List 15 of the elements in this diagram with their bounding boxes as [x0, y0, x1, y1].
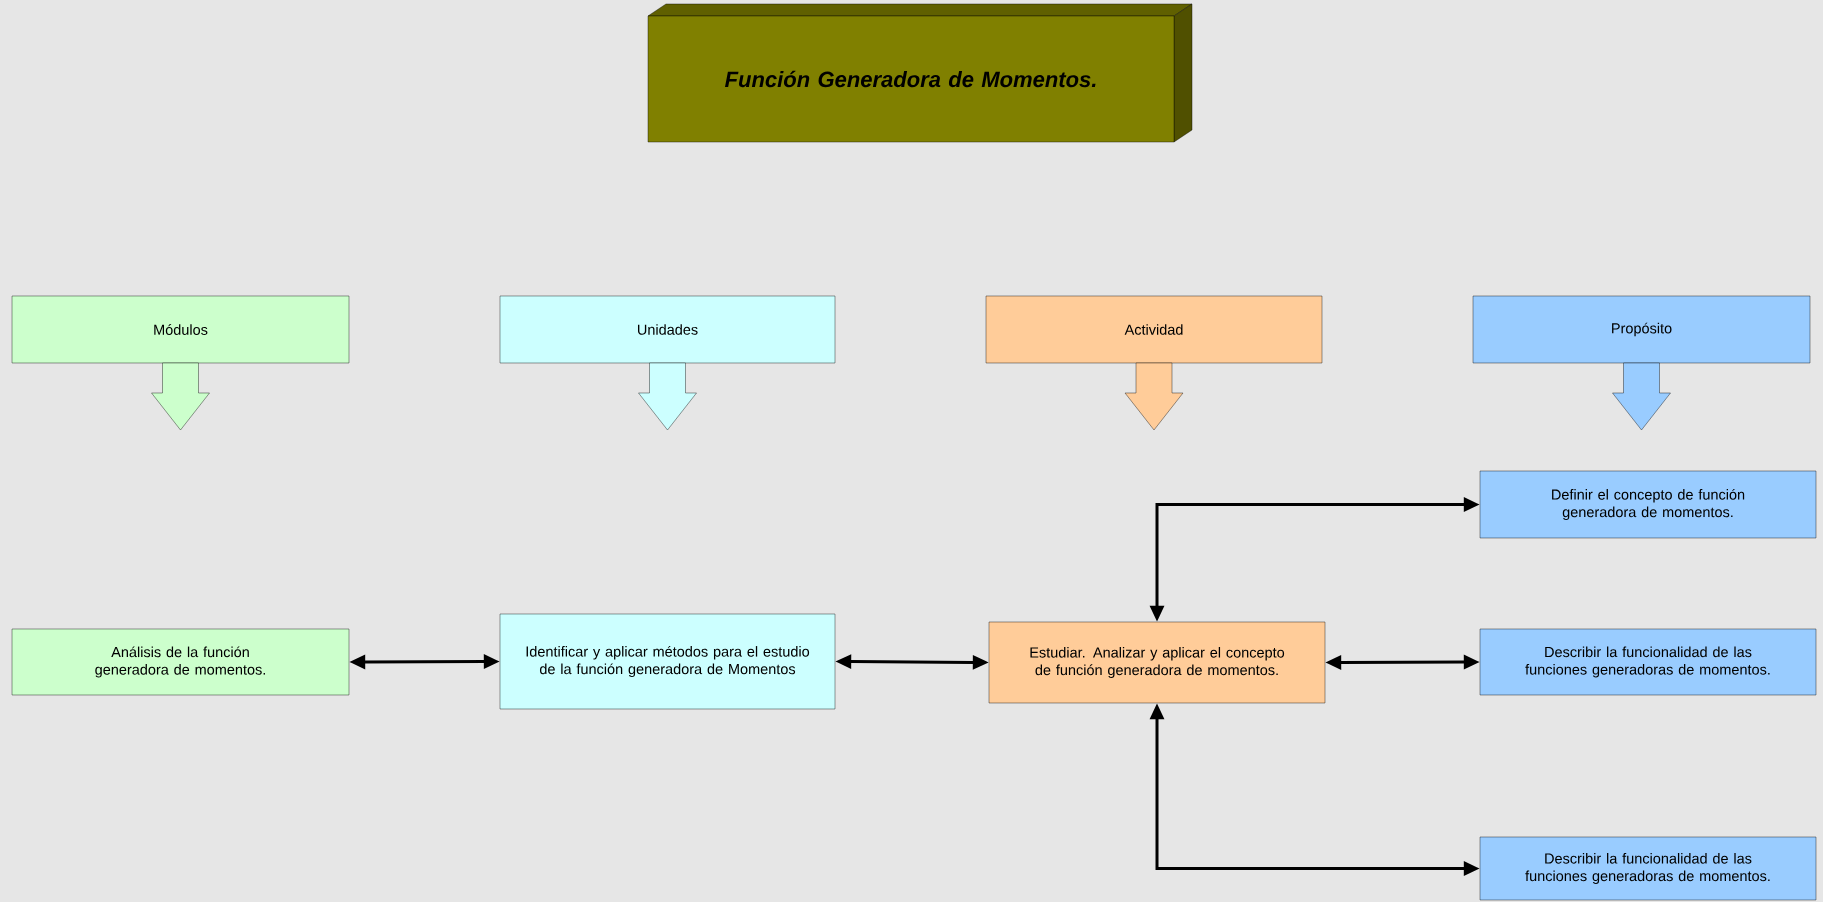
process-box: Describir la funcionalidad de las funciones generadoras de momentos.: [1479, 836, 1817, 901]
block-arrow: [151, 362, 210, 431]
header-box: Propósito: [1472, 295, 1811, 364]
process-box: Definir el concepto de función generadora de momentos.: [1479, 470, 1817, 539]
process-box: Identificar y aplicar métodos para el estudio de la función generadora de Momentos: [499, 613, 836, 710]
title-box: Función Generadora de Momentos.: [647, 3, 1193, 143]
block-arrow: [1124, 362, 1184, 431]
process-box: Estudiar. Analizar y aplicar el concepto de función generadora de momentos.: [988, 621, 1326, 704]
block-arrow: [638, 362, 697, 431]
process-box: Describir la funcionalidad de las funciones generadoras de momentos.: [1479, 628, 1817, 696]
block-arrow: [1612, 362, 1671, 431]
header-box: Actividad: [985, 295, 1323, 364]
header-box: Unidades: [499, 295, 836, 364]
process-box: Análisis de la función generadora de momentos.: [11, 628, 350, 696]
header-box: Módulos: [11, 295, 350, 364]
